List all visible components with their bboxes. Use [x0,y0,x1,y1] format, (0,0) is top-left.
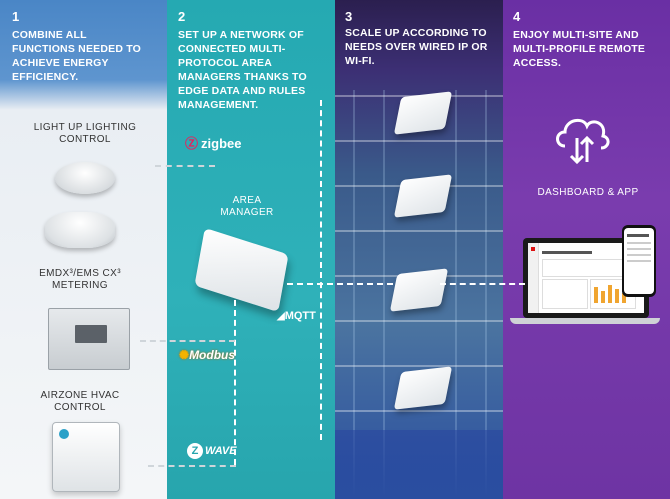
column-2: 2 SET UP A NETWORK OF CONNECTED MULTI-PR… [167,0,335,499]
step-number: 4 [513,9,521,24]
lighting-controller-image [45,212,115,248]
area-manager-label: AREA MANAGER [220,195,274,218]
mqtt-icon: ◢ [277,311,285,322]
area-manager-node [393,91,453,135]
area-manager-node [393,366,453,410]
step-heading: SET UP A NETWORK OF CONNECTED MULTI-PROT… [178,29,307,111]
mqtt-logo: ◢MQTT [277,310,316,322]
step-number: 3 [345,9,353,24]
zigbee-icon: Ⓩ [185,136,199,151]
connector-line [287,283,393,285]
area-manager-node [389,268,449,312]
zwave-icon: Z [187,443,203,459]
connector-line [440,283,525,285]
connector-line [234,300,236,465]
laptop-base [510,318,660,324]
column-1: 1 COMBINE ALL FUNCTIONS NEEDED TO ACHIEV… [0,0,167,499]
connector-line [320,100,322,440]
ceiling-sensor-image [55,162,115,194]
phone-image [622,225,656,297]
step-heading: ENJOY MULTI-SITE AND MULTI-PROFILE REMOT… [513,29,646,69]
energy-meter-image [48,308,130,370]
dashboard-label: DASHBOARD & APP [537,187,639,198]
cloud-sync-icon [556,118,610,165]
connector-line [140,340,235,342]
connector-line [155,165,215,167]
hvac-controller-image [52,422,120,492]
step-heading: COMBINE ALL FUNCTIONS NEEDED TO ACHIEVE … [12,29,142,83]
step-heading: SCALE UP ACCORDING TO NEEDS OVER WIRED I… [345,27,488,67]
column-3: 3 SCALE UP ACCORDING TO NEEDS OVER WIRED… [335,0,503,499]
hvac-label: AIRZONE HVAC CONTROL [40,390,120,413]
metering-label: EMDX³/EMS CX³ METERING [39,268,121,291]
area-manager-image [194,227,289,313]
modbus-logo: ✺Modbus [179,348,236,362]
lighting-label: LIGHT UP LIGHTING CONTROL [33,122,137,145]
connector-line [148,465,236,467]
step-number: 2 [178,9,186,24]
modbus-icon: ✺ [179,348,190,362]
area-manager-node [393,174,453,218]
step-number: 1 [12,9,20,24]
